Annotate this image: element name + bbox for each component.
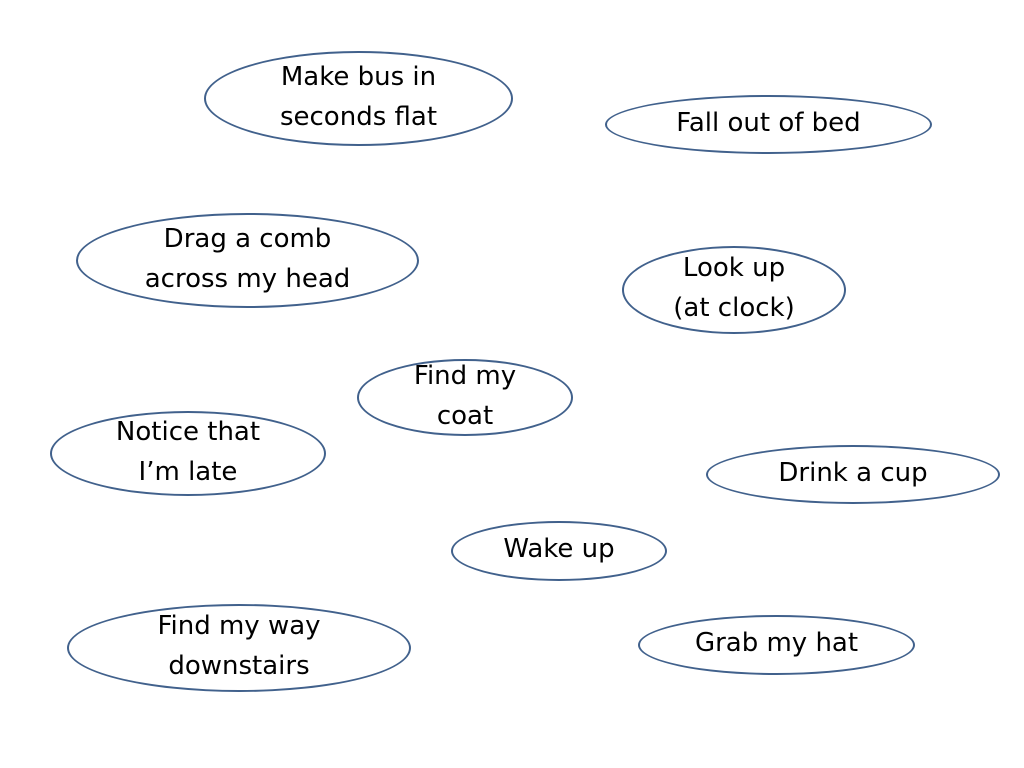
node-label-find-way: Find my way downstairs [157,611,321,681]
node-label-make-bus: Make bus in seconds flat [279,61,438,132]
node-find-way: Find my way downstairs [67,604,411,692]
node-label-wake-up: Wake up [503,534,615,564]
node-drag-comb: Drag a comb across my head [76,213,419,308]
node-label-look-up: Look up (at clock) [673,253,795,323]
node-fall-out-of-bed: Fall out of bed [605,95,932,154]
node-drink-cup: Drink a cup [706,445,1000,504]
node-label-drag-comb: Drag a comb across my head [144,223,351,294]
node-grab-hat: Grab my hat [638,615,915,675]
node-label-notice-late: Notice that I’m late [115,416,261,487]
node-label-fall-out-of-bed: Fall out of bed [676,107,861,138]
node-look-up: Look up (at clock) [622,246,846,334]
node-notice-late: Notice that I’m late [50,411,326,496]
node-label-grab-hat: Grab my hat [694,628,859,658]
node-wake-up: Wake up [451,521,667,581]
node-label-drink-cup: Drink a cup [778,457,928,488]
node-find-coat: Find my coat [357,359,573,436]
node-label-find-coat: Find my coat [413,360,517,431]
node-make-bus: Make bus in seconds flat [204,51,513,146]
